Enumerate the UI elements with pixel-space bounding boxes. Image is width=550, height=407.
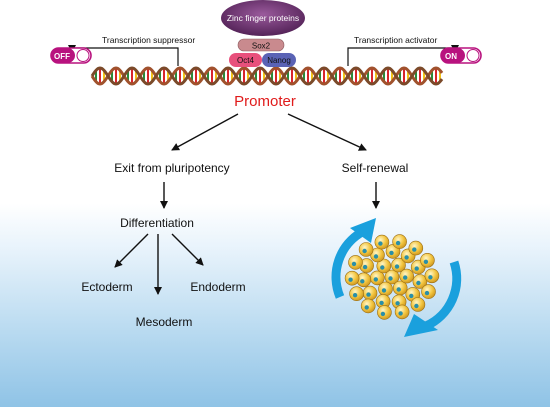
cell-nucleus	[364, 305, 369, 310]
nanog-label: Nanog	[267, 56, 291, 65]
endoderm-label: Endoderm	[190, 280, 245, 294]
arrow-to-endoderm	[171, 233, 204, 266]
mesoderm-label: Mesoderm	[136, 315, 193, 329]
zinc-finger-label: Zinc finger proteins	[227, 13, 299, 23]
cell-nucleus	[404, 255, 409, 260]
cell-nucleus	[412, 247, 417, 252]
arrow-to-exit	[171, 113, 239, 151]
cycle-arrow-lower	[423, 260, 462, 331]
cell-nucleus	[395, 240, 401, 246]
cell-nucleus	[379, 300, 384, 306]
cell-nucleus	[423, 259, 429, 264]
cycle-arrow-upper	[331, 228, 365, 299]
cell-nucleus	[414, 266, 419, 271]
arrow-to-ectoderm	[114, 233, 149, 268]
dna-strand-b	[90, 66, 444, 86]
cell-nucleus	[414, 303, 419, 309]
cell-nucleus	[373, 277, 378, 282]
on-toggle: ON	[440, 47, 482, 64]
cell-nucleus	[424, 290, 430, 296]
activator-arrow	[347, 45, 459, 66]
cell-nucleus	[394, 264, 400, 269]
cell-nucleus	[428, 275, 433, 280]
arrow-to-self-renewal	[287, 113, 367, 151]
cell-nucleus	[378, 241, 383, 246]
cell-nucleus	[398, 311, 403, 316]
cell-nucleus	[360, 279, 365, 284]
oct4-protein	[229, 53, 262, 67]
on-label: ON	[445, 52, 457, 61]
off-toggle: OFF	[50, 47, 92, 64]
cell-nucleus	[380, 311, 386, 317]
off-label: OFF	[54, 52, 70, 61]
sox2-label: Sox2	[252, 42, 271, 51]
cell-nucleus	[416, 280, 421, 286]
cell-nucleus	[352, 293, 358, 298]
cell-nucleus	[403, 275, 408, 280]
zinc-finger-protein	[221, 0, 305, 36]
protein-complex: Zinc finger proteins Sox2 Oct4 Nanog	[221, 0, 305, 67]
cell-nucleus	[362, 248, 367, 254]
differentiation-label: Differentiation	[120, 216, 194, 230]
activator-label: Transcription activator	[354, 35, 437, 45]
cell-nucleus	[409, 293, 414, 299]
cell-nucleus	[388, 276, 393, 281]
exit-pluripotency-label: Exit from pluripotency	[114, 161, 229, 175]
sox2-protein	[237, 38, 285, 52]
dna-helix	[90, 66, 444, 86]
self-renewal-cycle	[331, 218, 462, 337]
cell-nucleus	[389, 250, 394, 256]
cell-nucleus	[381, 288, 387, 293]
dna-strand-a	[90, 66, 444, 86]
self-renewal-label: Self-renewal	[342, 161, 409, 175]
promoter-label: Promoter	[234, 93, 296, 110]
oct4-label: Oct4	[237, 56, 254, 65]
cell-nucleus	[380, 265, 385, 270]
cell-nucleus	[362, 264, 368, 270]
stem-cell-cluster	[344, 234, 440, 320]
cell-nucleus	[366, 292, 371, 297]
cell-nucleus	[348, 277, 353, 282]
suppressor-label: Transcription suppressor	[102, 35, 195, 45]
ectoderm-label: Ectoderm	[81, 280, 132, 294]
cell-nucleus	[351, 261, 357, 267]
cell-nucleus	[395, 301, 400, 306]
cell-nucleus	[373, 254, 379, 259]
cell-nucleus	[396, 287, 401, 292]
nanog-protein	[262, 53, 296, 67]
